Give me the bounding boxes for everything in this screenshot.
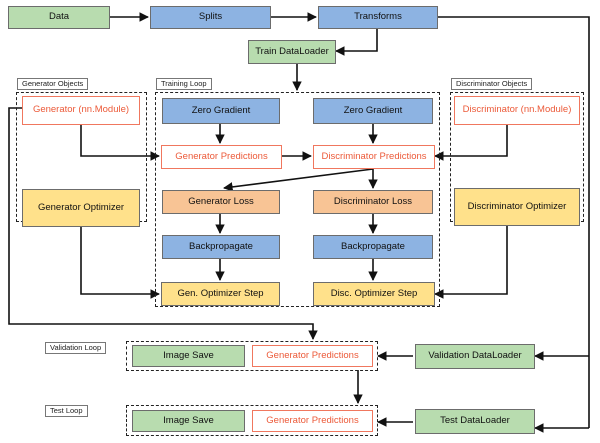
image-save-test-node: Image Save (132, 410, 245, 432)
discriminator-module-node: Discriminator (nn.Module) (454, 96, 580, 125)
arrow-generator-to-generator-predictions (80, 125, 160, 161)
generator-predictions-node: Generator Predictions (161, 145, 282, 169)
generator-predictions-validation-node: Generator Predictions (252, 345, 373, 367)
generator-loss-node: Generator Loss (162, 190, 280, 214)
backpropagate-discriminator-node: Backpropagate (313, 235, 433, 259)
test-dataloader-node: Test DataLoader (415, 409, 535, 434)
generator-module-node: Generator (nn.Module) (22, 96, 140, 125)
arrow-discriminator-predictions-to-generator-loss (223, 168, 374, 192)
training-loop-label: Training Loop (156, 78, 212, 90)
discriminator-optimizer-node: Discriminator Optimizer (454, 188, 580, 226)
discriminator-predictions-node: Discriminator Predictions (313, 145, 435, 169)
disc-optimizer-step-node: Disc. Optimizer Step (313, 282, 435, 306)
arrow-generator-optimizer-to-gen-optimizer-step (80, 227, 160, 299)
splits-node: Splits (150, 6, 271, 29)
arrow-discriminator-optimizer-to-disc-optimizer-step (434, 226, 508, 299)
discriminator-objects-label: Discriminator Objects (451, 78, 533, 90)
train-dataloader-node: Train DataLoader (248, 40, 336, 64)
test-loop-group (126, 405, 378, 436)
generator-optimizer-node: Generator Optimizer (22, 189, 140, 227)
validation-loop-label: Validation Loop (45, 342, 107, 354)
generator-predictions-test-node: Generator Predictions (252, 410, 373, 432)
arrow-transforms-to-right-rail (438, 16, 590, 428)
training-loop-group (155, 92, 440, 307)
generator-objects-label: Generator Objects (17, 78, 89, 90)
discriminator-loss-node: Discriminator Loss (313, 190, 433, 214)
validation-dataloader-node: Validation DataLoader (415, 344, 535, 369)
arrow-generator-to-validation-loop (8, 107, 318, 340)
arrow-discriminator-to-discriminator-predictions (434, 125, 508, 161)
transforms-node: Transforms (318, 6, 438, 29)
backpropagate-generator-node: Backpropagate (162, 235, 280, 259)
gen-optimizer-step-node: Gen. Optimizer Step (161, 282, 280, 306)
validation-loop-group (126, 341, 378, 371)
arrow-transforms-to-train-dataloader (335, 29, 378, 56)
zero-gradient-generator-node: Zero Gradient (162, 98, 280, 124)
zero-gradient-discriminator-node: Zero Gradient (313, 98, 433, 124)
image-save-validation-node: Image Save (132, 345, 245, 367)
data-node: Data (8, 6, 110, 29)
test-loop-label: Test Loop (45, 405, 88, 417)
